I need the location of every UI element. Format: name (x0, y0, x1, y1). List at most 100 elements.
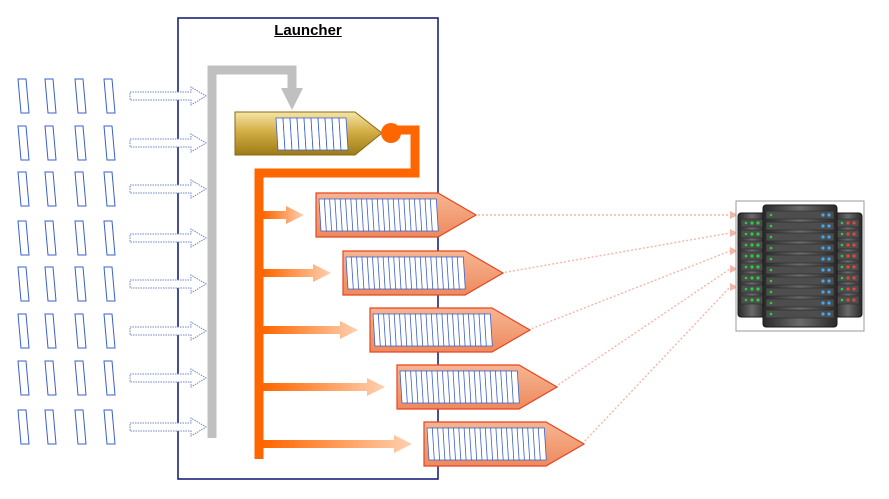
status-led-icon (846, 243, 850, 247)
status-led-icon (750, 287, 754, 291)
server-unit (765, 309, 835, 319)
arrow-icon (129, 133, 207, 153)
arrow-icon (263, 264, 331, 282)
arrow-icon (263, 435, 412, 453)
status-led-icon (821, 224, 825, 228)
status-led-icon (827, 312, 831, 316)
server-unit (765, 298, 835, 308)
status-led-icon (821, 312, 825, 316)
document-icon (74, 266, 87, 302)
document-icon (103, 266, 116, 302)
status-led-icon (840, 265, 844, 269)
status-led-icon (769, 246, 773, 250)
status-led-icon (750, 232, 754, 236)
document-icon (429, 198, 439, 232)
document-icon (17, 125, 30, 161)
status-led-icon (744, 221, 748, 225)
document-icon (338, 117, 349, 151)
status-led-icon (769, 290, 773, 294)
arrow-icon (129, 321, 207, 341)
status-led-icon (756, 298, 760, 302)
status-led-icon (750, 243, 754, 247)
document-icon (44, 171, 57, 207)
document-icon (74, 360, 87, 396)
status-led-icon (827, 268, 831, 272)
status-led-icon (827, 224, 831, 228)
arrow-icon (263, 321, 358, 339)
status-led-icon (821, 301, 825, 305)
document-icon (103, 220, 116, 256)
status-led-icon (852, 298, 856, 302)
arrow-icon (730, 265, 738, 273)
status-led-icon (846, 265, 850, 269)
status-led-icon (744, 298, 748, 302)
document-icon (17, 171, 30, 207)
server-unit (765, 210, 835, 220)
status-led-icon (744, 232, 748, 236)
status-led-icon (846, 232, 850, 236)
document-icon (74, 78, 87, 114)
status-led-icon (840, 254, 844, 258)
status-led-icon (744, 276, 748, 280)
arrow-icon (129, 274, 207, 294)
status-led-icon (846, 298, 850, 302)
document-icon (17, 220, 30, 256)
document-icon (17, 78, 30, 114)
status-led-icon (769, 268, 773, 272)
status-led-icon (852, 287, 856, 291)
status-led-icon (827, 279, 831, 283)
arrow-icon (730, 283, 738, 291)
document-icon (44, 266, 57, 302)
document-icon (74, 220, 87, 256)
server-unit (765, 221, 835, 231)
document-icon (456, 256, 466, 290)
dispatch-path (254, 125, 420, 459)
document-icon (17, 266, 30, 302)
status-led-icon (840, 276, 844, 280)
status-led-icon (821, 257, 825, 261)
status-led-icon (852, 232, 856, 236)
status-led-icon (744, 287, 748, 291)
server-unit (765, 254, 835, 264)
status-led-icon (750, 276, 754, 280)
arrow-icon (730, 229, 738, 237)
status-led-icon (821, 279, 825, 283)
arrow-icon (730, 211, 738, 219)
document-icon (44, 78, 57, 114)
status-led-icon (821, 246, 825, 250)
status-led-icon (827, 257, 831, 261)
status-led-icon (769, 235, 773, 239)
status-led-icon (852, 254, 856, 258)
status-led-icon (769, 213, 773, 217)
status-led-icon (750, 298, 754, 302)
status-led-icon (744, 243, 748, 247)
status-led-icon (769, 301, 773, 305)
status-led-icon (827, 290, 831, 294)
status-led-icon (750, 265, 754, 269)
status-led-icon (840, 287, 844, 291)
status-led-icon (756, 243, 760, 247)
status-led-icon (769, 312, 773, 316)
feed-path (207, 65, 297, 438)
launcher-box (177, 17, 439, 480)
status-led-icon (756, 254, 760, 258)
connection-line (527, 250, 731, 331)
dispatch-node (381, 123, 401, 143)
document-icon (103, 409, 116, 445)
document-icon (483, 313, 493, 347)
document-icon (17, 313, 30, 349)
status-led-icon (827, 213, 831, 217)
arrow-icon (129, 179, 207, 199)
status-led-icon (852, 276, 856, 280)
arrow-icon (129, 86, 207, 106)
status-led-icon (827, 246, 831, 250)
document-icon (17, 409, 30, 445)
document-icon (74, 171, 87, 207)
connection-line (500, 232, 731, 274)
server-unit (765, 276, 835, 286)
arrow-icon (129, 417, 207, 437)
status-led-icon (846, 221, 850, 225)
status-led-icon (821, 290, 825, 294)
status-led-icon (840, 298, 844, 302)
status-led-icon (769, 257, 773, 261)
